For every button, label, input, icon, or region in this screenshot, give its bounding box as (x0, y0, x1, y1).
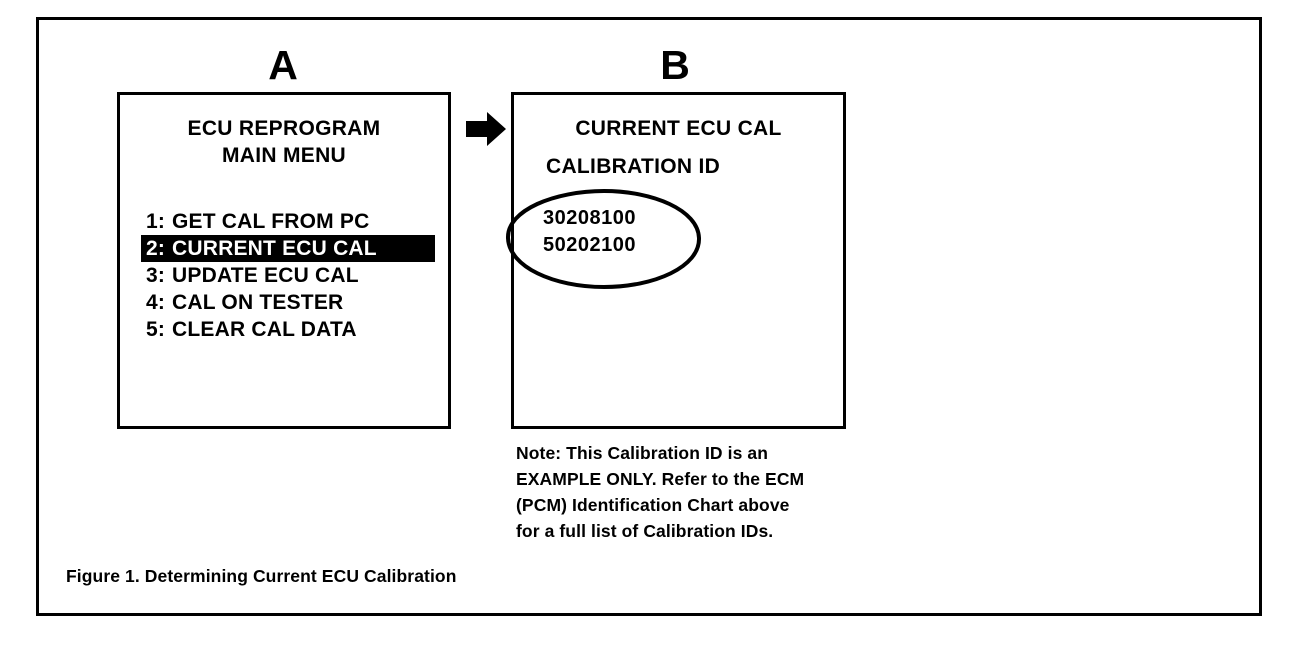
menu-item-label: UPDATE ECU CAL (172, 264, 359, 287)
figure-note-line-4: for a full list of Calibration IDs. (516, 521, 774, 541)
panel-b-letter: B (660, 42, 690, 88)
figure-frame (36, 17, 1262, 616)
figure-caption: Figure 1. Determining Current ECU Calibr… (66, 566, 457, 586)
menu-list: 1: GET CAL FROM PC 2: CURRENT ECU CAL 3: UP… (120, 208, 448, 343)
cal-subheading: CALIBRATION ID (546, 155, 721, 178)
menu-title-line-1: ECU REPROGRAM (187, 117, 381, 140)
menu-item-number: 5: (146, 318, 166, 341)
calibration-id-line-1: 30208100 (543, 207, 636, 229)
menu-title-line-2: MAIN MENU (221, 144, 347, 167)
menu-item-number: 4: (146, 291, 166, 314)
menu-item-cal-on-tester[interactable]: 4: CAL ON TESTER (120, 289, 448, 316)
cal-heading: CURRENT ECU CAL (575, 117, 782, 140)
panel-a-letter: A (268, 42, 298, 88)
menu-item-label: CLEAR CAL DATA (172, 318, 357, 341)
figure-note-line-2: EXAMPLE ONLY. Refer to the ECM (516, 469, 805, 489)
menu-item-clear-cal-data[interactable]: 5: CLEAR CAL DATA (120, 316, 448, 343)
menu-item-number: 2: (146, 237, 166, 260)
menu-item-current-ecu-cal[interactable]: 2: CURRENT ECU CAL (141, 235, 435, 262)
menu-item-get-cal-from-pc[interactable]: 1: GET CAL FROM PC (120, 208, 448, 235)
menu-item-number: 1: (146, 210, 166, 233)
current-ecu-cal-screen: CURRENT ECU CAL CALIBRATION ID 30208100 … (511, 92, 846, 429)
menu-item-number: 3: (146, 264, 166, 287)
menu-item-label: CURRENT ECU CAL (172, 237, 377, 260)
figure-note-line-3: (PCM) Identification Chart above (516, 495, 790, 515)
menu-item-update-ecu-cal[interactable]: 3: UPDATE ECU CAL (120, 262, 448, 289)
menu-item-label: CAL ON TESTER (172, 291, 344, 314)
menu-item-label: GET CAL FROM PC (172, 210, 370, 233)
right-arrow-icon (466, 112, 506, 146)
figure-note-line-1: Note: This Calibration ID is an (516, 443, 769, 463)
figure-note: Note: This Calibration ID is an EXAMPLE … (516, 440, 936, 544)
calibration-id-line-2: 50202100 (543, 234, 636, 256)
menu-title: ECU REPROGRAM MAIN MENU (120, 115, 448, 169)
ecu-reprogram-menu-screen: ECU REPROGRAM MAIN MENU 1: GET CAL FROM P… (117, 92, 451, 429)
calibration-id-values: 30208100 50202100 (543, 205, 636, 259)
